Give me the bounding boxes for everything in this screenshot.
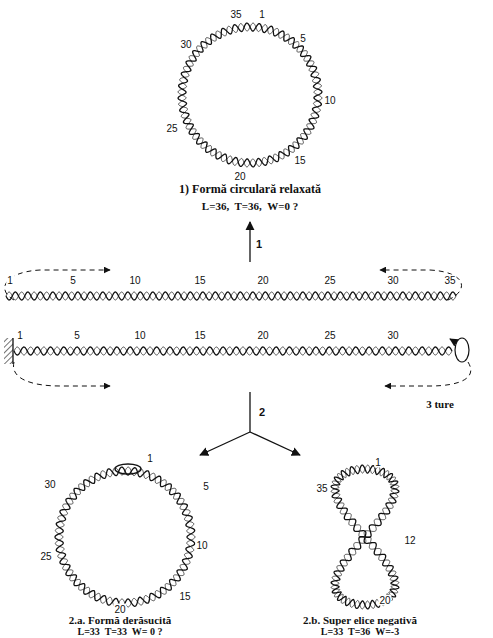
callout-number: 25: [39, 551, 52, 562]
twisted-helix: [14, 347, 452, 355]
callout-number: 10: [133, 330, 146, 341]
callout-number: 35: [229, 9, 242, 20]
caption-label: L=33 T=33 W= 0 ?: [76, 625, 163, 636]
callout-number: 30: [386, 330, 399, 341]
caption-label: 1) Formă circulară relaxată: [178, 183, 322, 196]
callout-number: 1: [374, 457, 382, 468]
negative-supercoil: [331, 465, 399, 609]
callout-number: 1: [16, 330, 24, 341]
callout-number: 5: [73, 330, 81, 341]
caption-label: L=36, T=36, W=0 ?: [201, 200, 299, 212]
callout-number: 35: [443, 275, 456, 286]
twisted-helix: [14, 347, 452, 355]
callout-number: 1: [255, 238, 263, 250]
underwound-circle: [55, 467, 195, 607]
caption-label: 3 ture: [425, 398, 455, 410]
branch-2: [200, 392, 300, 455]
callout-number: 20: [113, 604, 126, 615]
callout-number: 25: [323, 275, 336, 286]
linear-helix: [6, 292, 456, 300]
callout-number: 5: [299, 33, 307, 44]
callout-number: 1: [6, 275, 14, 286]
callout-number: 15: [193, 275, 206, 286]
unwound-bubble: [115, 464, 141, 474]
callout-number: 20: [233, 171, 246, 182]
underwound-circle: [55, 467, 195, 607]
twist-symbol: [450, 338, 469, 362]
callout-number: 5: [69, 275, 77, 286]
wall: [4, 338, 13, 364]
callout-number: 20: [256, 330, 269, 341]
callout-number: 5: [202, 481, 210, 492]
callout-number: 12: [403, 535, 416, 546]
callout-number: 30: [43, 479, 56, 490]
callout-number: 15: [293, 155, 306, 166]
relaxed-circle: [178, 23, 322, 167]
relaxed-circle: [178, 23, 322, 167]
callout-number: 1: [146, 453, 154, 464]
caption-label: L=33 T=36 W=-3: [320, 625, 400, 636]
callout-number: 25: [165, 123, 178, 134]
callout-number: 30: [179, 39, 192, 50]
arrow-1: [250, 222, 251, 262]
callout-number: 35: [315, 483, 328, 494]
callout-number: 20: [378, 595, 391, 606]
linear-helix: [6, 292, 456, 300]
callout-number: 25: [323, 330, 336, 341]
negative-supercoil: [331, 465, 399, 609]
callout-number: 10: [195, 540, 208, 551]
callout-number: 2: [258, 406, 266, 418]
callout-number: 20: [256, 275, 269, 286]
callout-number: 15: [178, 591, 191, 602]
circularize-arrows: [5, 270, 471, 386]
callout-number: 1: [258, 9, 266, 20]
callout-number: 15: [193, 330, 206, 341]
callout-number: 10: [323, 95, 336, 106]
callout-number: 30: [386, 275, 399, 286]
callout-number: 10: [128, 275, 141, 286]
